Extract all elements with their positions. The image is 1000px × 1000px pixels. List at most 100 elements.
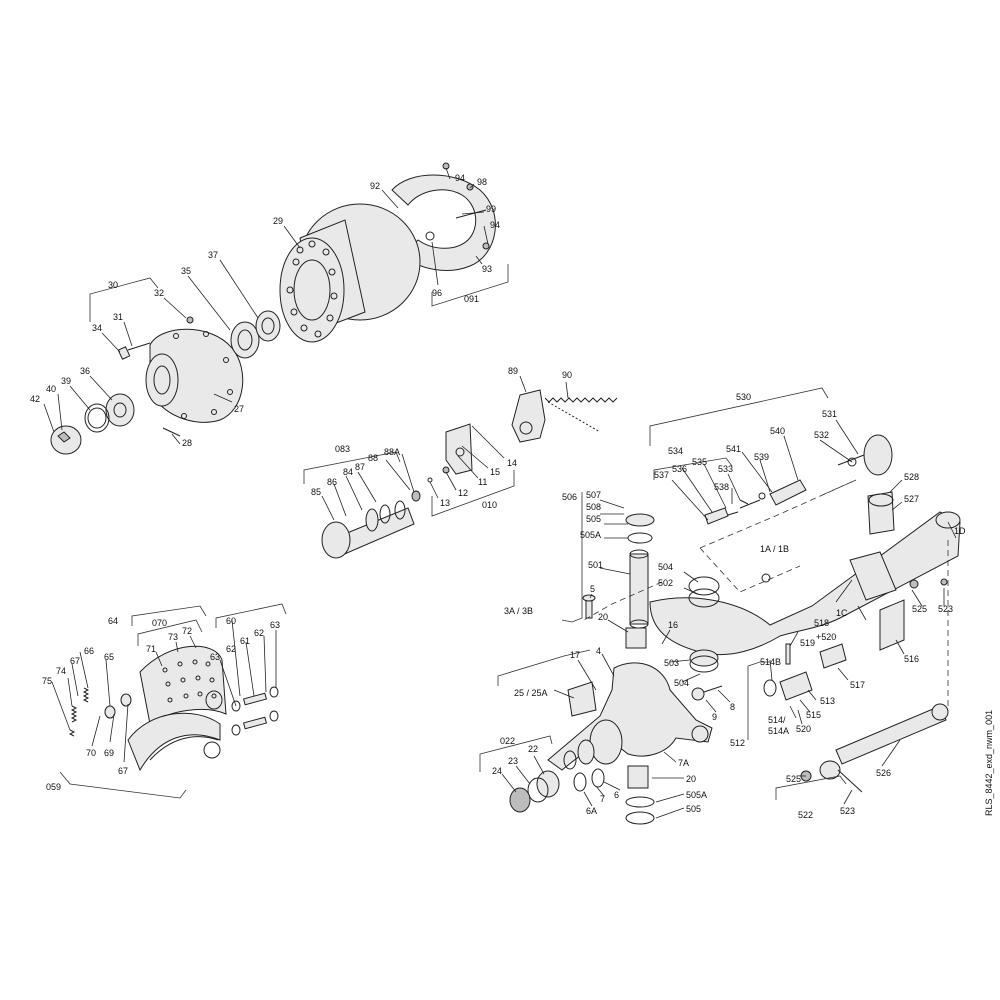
king-pin — [629, 553, 649, 625]
callout: 63 — [210, 652, 220, 662]
callout: 523 — [938, 604, 953, 614]
callout: 20 — [686, 774, 696, 784]
callout: 16 — [668, 620, 678, 630]
callout: 532 — [814, 430, 829, 440]
callout: 88 — [368, 453, 378, 463]
callout: 091 — [464, 294, 479, 304]
callout: 505 — [686, 804, 701, 814]
callout: 62 — [226, 644, 236, 654]
callout: 23 — [508, 756, 518, 766]
callout: 1C — [836, 608, 848, 618]
brake-shoe-assembly — [68, 645, 279, 772]
callout: 27 — [234, 404, 244, 414]
callout: 94 — [455, 173, 465, 183]
callout: 84 — [343, 467, 353, 477]
callout: 503 — [664, 658, 679, 668]
callout: 42 — [30, 394, 40, 404]
callout: 32 — [154, 288, 164, 298]
callout: 514B — [760, 657, 781, 667]
callout: 13 — [440, 498, 450, 508]
callout: 20 — [598, 612, 608, 622]
callout: 73 — [168, 632, 178, 642]
callout: 7 — [600, 794, 605, 804]
callout: +520 — [816, 632, 836, 642]
callout: 522 — [798, 810, 813, 820]
callout-labels: 94 98 99 94 93 96 091 92 29 30 32 31 34 … — [30, 173, 966, 820]
brake-drum-assembly — [279, 162, 496, 343]
callout: 65 — [104, 652, 114, 662]
callout: 96 — [432, 288, 442, 298]
callout: 528 — [904, 472, 919, 482]
callout: 5 — [590, 584, 595, 594]
callout: 15 — [490, 467, 500, 477]
callout: 512 — [730, 738, 745, 748]
slack-adjuster — [511, 389, 546, 443]
callout: 37 — [208, 250, 218, 260]
callout: 538 — [714, 482, 729, 492]
return-spring — [544, 397, 618, 403]
callout: 94 — [490, 220, 500, 230]
callout: 514A — [768, 726, 789, 736]
callout: 536 — [672, 464, 687, 474]
callout: 1A / 1B — [760, 544, 789, 554]
callout: 99 — [486, 204, 496, 214]
callout: 513 — [820, 696, 835, 706]
callout: 059 — [46, 782, 61, 792]
callout: 523 — [840, 806, 855, 816]
callout: 63 — [270, 620, 280, 630]
callout: 67 — [70, 656, 80, 666]
callout: 74 — [56, 666, 66, 676]
callout: 6 — [614, 790, 619, 800]
callout: 540 — [770, 426, 785, 436]
callout: 4 — [596, 646, 601, 656]
callout: 86 — [327, 477, 337, 487]
callout: 30 — [108, 280, 118, 290]
callout: 62 — [254, 628, 264, 638]
callout: 61 — [240, 636, 250, 646]
callout: 515 — [806, 710, 821, 720]
callout: 519 — [800, 638, 815, 648]
callout: 31 — [113, 312, 123, 322]
callout: 517 — [850, 680, 865, 690]
callout: 530 — [736, 392, 751, 402]
callout: 535 — [692, 457, 707, 467]
callout: 98 — [477, 177, 487, 187]
callout: 520 — [796, 724, 811, 734]
callout: 525 — [912, 604, 927, 614]
brake-shoe-lower — [127, 712, 221, 772]
callout: 6A — [586, 806, 597, 816]
callout: 11 — [478, 477, 487, 487]
callout: 533 — [718, 464, 733, 474]
callout: 518 — [814, 618, 829, 628]
callout: 537 — [654, 470, 669, 480]
brake-chamber-assembly — [704, 434, 895, 535]
callout: 010 — [482, 500, 497, 510]
callout: 66 — [84, 646, 94, 656]
callout: 502 — [658, 578, 673, 588]
callout: 506 — [562, 492, 577, 502]
callout: 24 — [492, 766, 502, 776]
callout: 67 — [118, 766, 128, 776]
callout: 64 — [108, 616, 118, 626]
callout: 28 — [182, 438, 192, 448]
callout: 72 — [182, 626, 192, 636]
drawing-reference: RLS_8442_exd_nwm_001 — [984, 710, 994, 816]
callout: 505 — [586, 514, 601, 524]
wheel-hub-assembly — [50, 310, 281, 455]
callout: 501 — [588, 560, 603, 570]
callout: 541 — [726, 444, 741, 454]
callout: 69 — [104, 748, 114, 758]
callout: 505A — [580, 530, 601, 540]
axle-beam — [649, 511, 961, 656]
leader-lines — [43, 167, 957, 819]
callout: 85 — [311, 487, 321, 497]
callout: 92 — [370, 181, 380, 191]
callout: 7A — [678, 758, 689, 768]
callout: 14 — [507, 458, 517, 468]
callout: 505A — [686, 790, 707, 800]
callout: 516 — [904, 654, 919, 664]
steering-knuckle-assembly — [509, 513, 723, 825]
callout: 40 — [46, 384, 56, 394]
brake-chamber — [863, 434, 893, 476]
